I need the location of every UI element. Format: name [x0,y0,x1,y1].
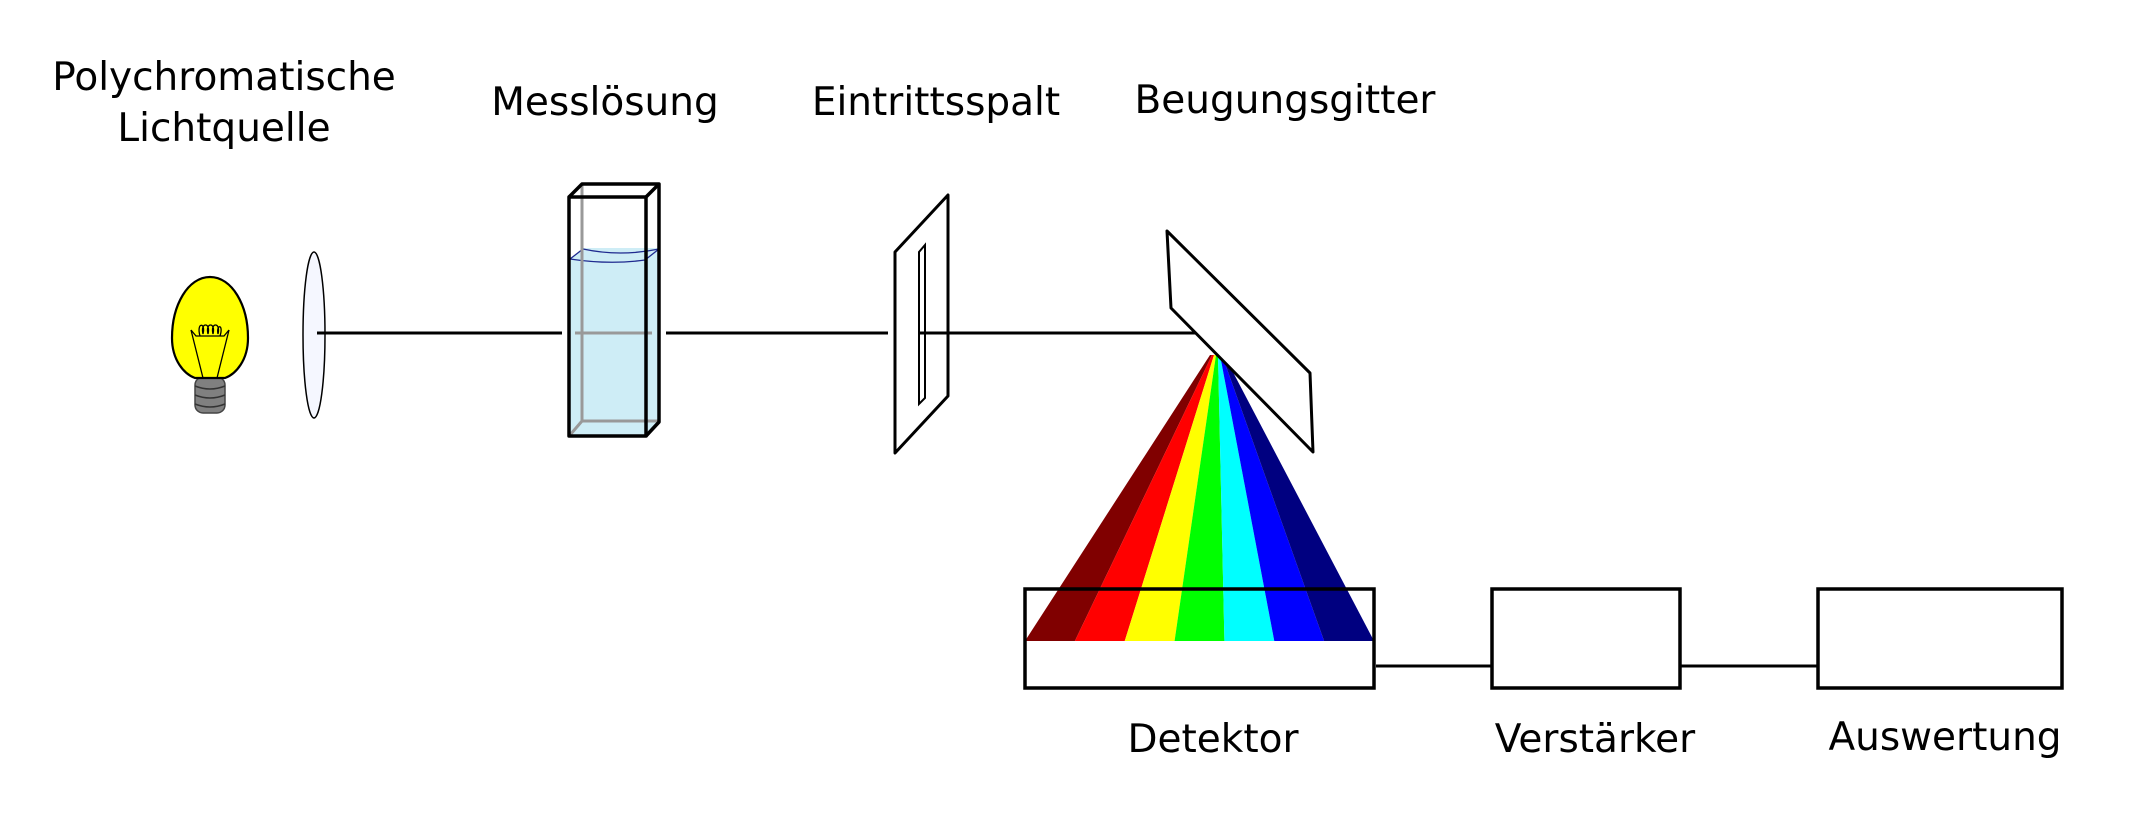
spectrum-band [1222,355,1374,641]
label-detector: Detektor [1127,717,1299,762]
cuvette [567,182,661,438]
label-slit: Eintrittsspalt [812,80,1060,125]
label-sample: Messlösung [491,80,719,125]
spectrum-band [1074,355,1214,641]
label-amplifier: Verstärker [1495,717,1696,762]
bulb-filament [190,324,230,379]
dispersed-spectrum [1025,355,1374,641]
spectrum-band [1218,355,1275,641]
label-light-source-line2: Lichtquelle [117,106,330,151]
collimator-lens [302,251,326,419]
detector [1023,587,1376,690]
spectrum-band [1025,355,1212,641]
label-grating: Beugungsgitter [1135,78,1437,123]
light-bulb-icon [170,275,250,414]
label-light-source-line1: Polychromatische [52,55,396,100]
bulb-glass [170,275,250,380]
label-evaluation: Auswertung [1828,715,2061,760]
amplifier-box [1490,587,1682,690]
diffraction-grating [1165,229,1315,454]
bulb-socket [194,376,226,414]
evaluation-box [1816,587,2064,690]
spectrum-band [1124,355,1216,641]
entrance-slit [893,193,950,455]
spectrum-band [1174,355,1225,641]
spectrum-band [1220,355,1325,641]
